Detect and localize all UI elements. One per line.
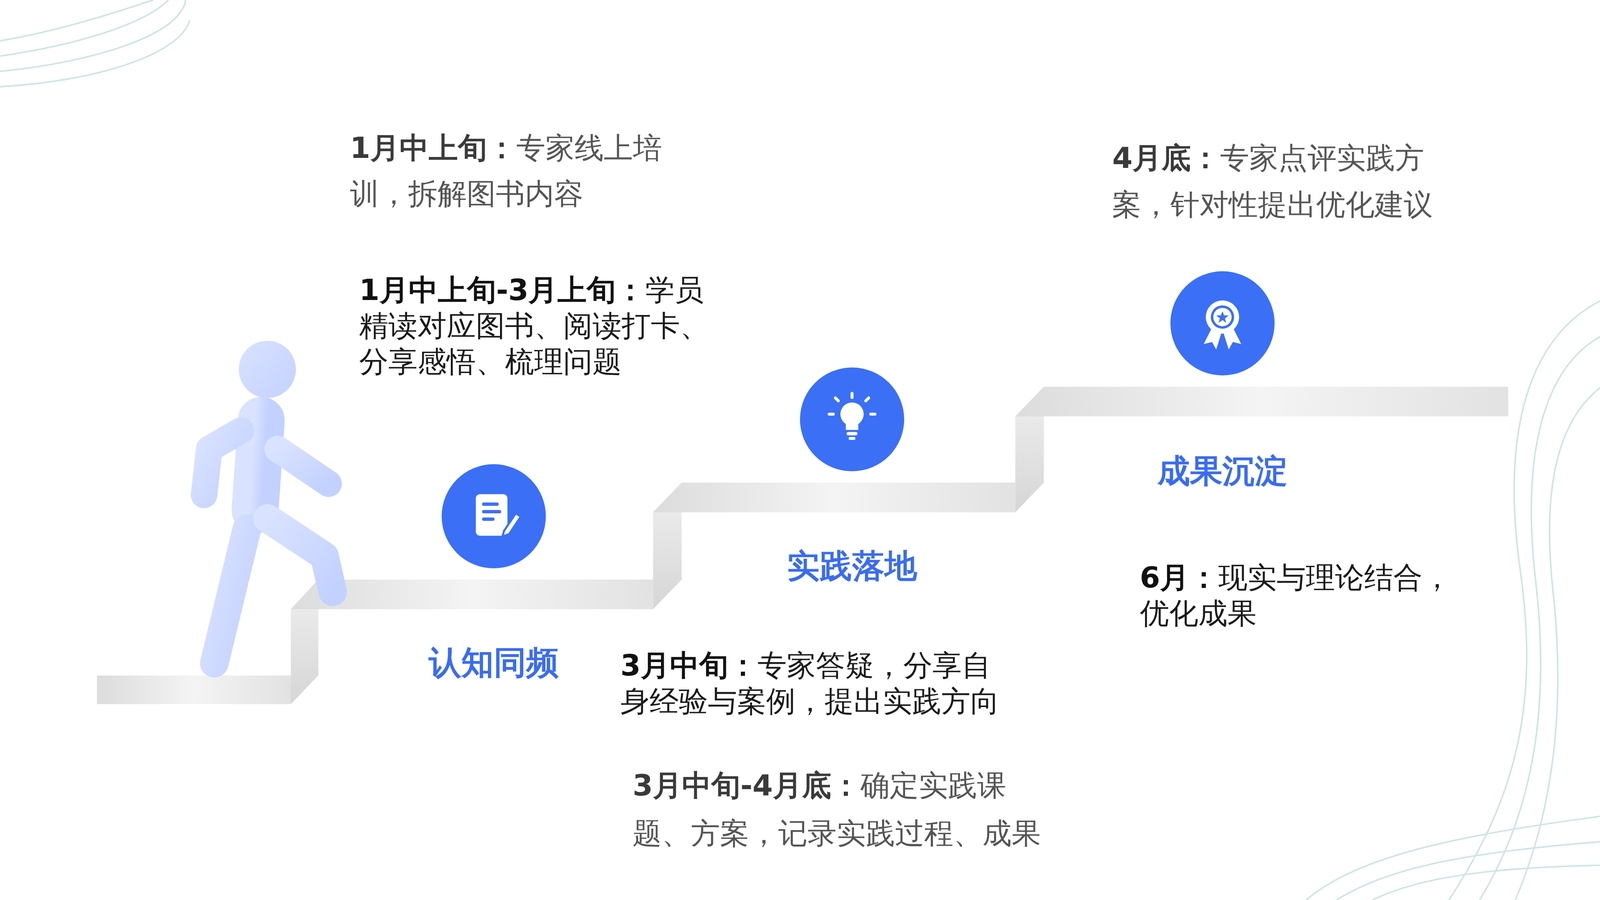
stage-icon — [1170, 271, 1275, 376]
stage-circle: 成果沉淀 — [1170, 271, 1275, 376]
stage-label: 成果沉淀 — [1157, 449, 1288, 494]
stage-icon — [800, 367, 905, 472]
date-label: 3月中旬： — [620, 648, 758, 683]
schedule-note: 4月底：专家点评实践方案，针对性提出优化建议 — [1112, 134, 1467, 228]
stage-icon — [441, 464, 546, 569]
date-label: 3月中旬-4月底： — [632, 768, 860, 803]
schedule-note: 6月：现实与理论结合，优化成果 — [1140, 559, 1461, 632]
stage-circle: 认知同频 — [441, 464, 546, 569]
stage-circle: 实践落地 — [800, 367, 905, 472]
stage-label: 实践落地 — [787, 544, 918, 589]
schedule-note: 3月中旬-4月底：确定实践课题、方案，记录实践过程、成果 — [632, 761, 1054, 858]
stage-label: 认知同频 — [428, 641, 559, 685]
schedule-note: 3月中旬：专家答疑，分享自身经验与案例，提出实践方向 — [620, 647, 1015, 720]
schedule-note: 1月中上旬：专家线上培训，拆解图书内容 — [350, 125, 709, 217]
date-label: 1月中上旬-3月上旬： — [359, 272, 645, 308]
walking-person — [204, 340, 333, 664]
date-label: 1月中上旬： — [350, 130, 517, 165]
date-label: 4月底： — [1112, 140, 1220, 175]
schedule-note: 1月中上旬-3月上旬：学员精读对应图书、阅读打卡、分享感悟、梳理问题 — [359, 272, 718, 380]
date-label: 6月： — [1140, 560, 1219, 595]
